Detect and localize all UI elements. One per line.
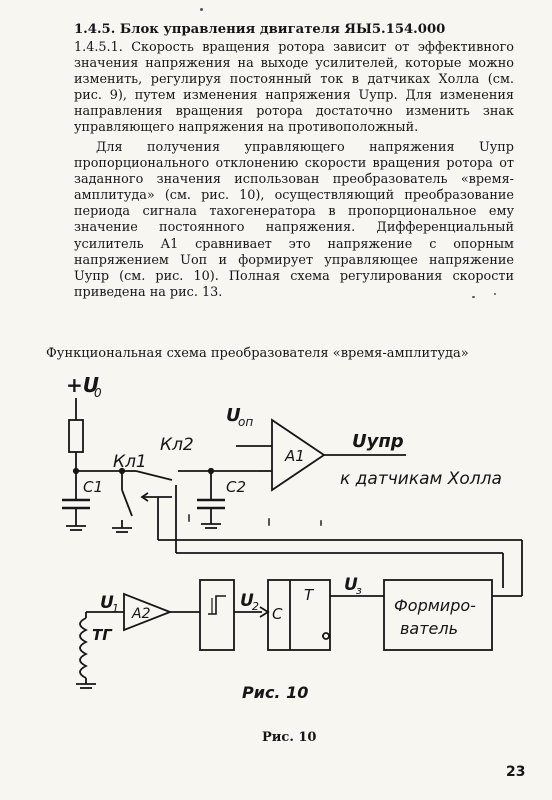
to-hall-label: к датчикам Холла <box>340 469 502 489</box>
a1-amplifier <box>271 418 326 492</box>
a2-label: А2 <box>131 606 151 622</box>
t-trigger-label: Т <box>304 586 315 604</box>
uupr-label: Uупр <box>352 431 404 452</box>
supply-subscript: 0 <box>94 386 102 400</box>
c-input-label: С <box>272 605 283 623</box>
scan-speck <box>494 293 496 295</box>
scan-speck <box>200 8 203 11</box>
figure-caption-handwritten: Рис. 10 <box>242 683 309 702</box>
scan-speck <box>320 520 322 526</box>
paragraph-1: 1.4.5.1. Скорость вращения ротора зависи… <box>74 40 514 136</box>
schmitt-block <box>199 579 235 651</box>
c1-label: С1 <box>83 478 103 496</box>
uop-label: U <box>226 405 241 426</box>
scan-speck <box>188 514 190 522</box>
t-trigger <box>267 579 331 651</box>
section-heading: 1.4.5. Блок управления двигателя ЯЫ5.154… <box>74 22 446 37</box>
u2-subscript: 2 <box>252 600 259 613</box>
tg-coil <box>79 617 89 679</box>
c2-label: С2 <box>226 478 246 496</box>
u1-label: U <box>100 593 114 613</box>
diagram-title: Функциональная схема преобразователя «вр… <box>46 346 469 361</box>
supply-label: +U <box>66 373 99 397</box>
uop-subscript: оп <box>238 415 253 429</box>
tg-label: ТГ <box>92 626 113 644</box>
scan-speck <box>472 296 475 298</box>
figure-caption: Рис. 10 <box>262 730 317 745</box>
kl1-blade <box>121 489 133 517</box>
page-number: 23 <box>506 764 526 780</box>
u3-subscript: з <box>356 584 362 597</box>
u1-subscript: 1 <box>112 602 119 615</box>
u3-label: U <box>344 575 358 595</box>
kl2-blade <box>135 470 173 481</box>
former-label-2: ватель <box>400 619 458 638</box>
kl1-label: Кл1 <box>113 452 147 472</box>
resistor <box>68 419 84 453</box>
a1-label: А1 <box>284 447 305 465</box>
a2-amplifier <box>123 592 173 632</box>
u2-label: U <box>240 591 254 611</box>
paragraph-2: Для получения управляющего напряжения Uу… <box>74 140 514 300</box>
former-label-1: Формиро- <box>394 596 476 615</box>
kl2-label: Кл2 <box>160 435 194 455</box>
functional-diagram: +U 0 Кл1 Кл2 С1 С2 U оп А1 Uупр к датчик… <box>62 373 523 689</box>
scan-speck <box>268 518 270 526</box>
former-block <box>383 579 493 651</box>
